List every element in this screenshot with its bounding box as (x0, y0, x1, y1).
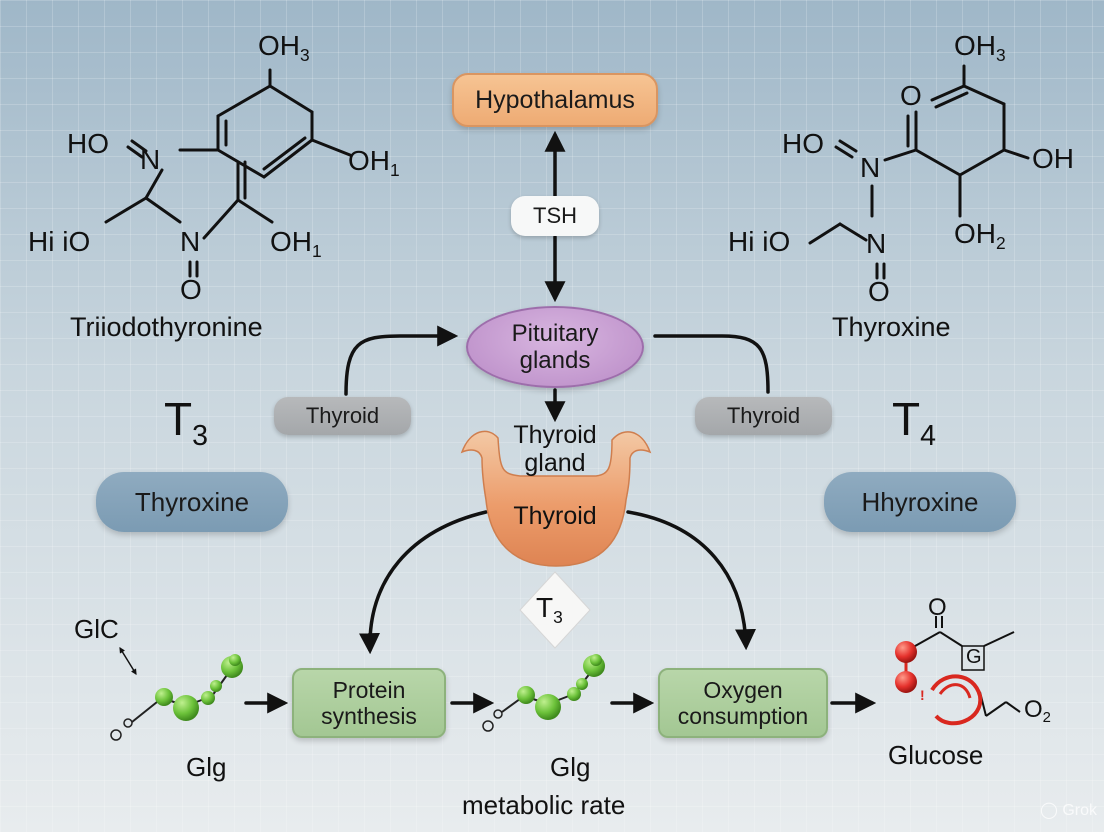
arrow-left-thyroid-to-pituitary (344, 325, 459, 396)
right-atom-n2: N (866, 228, 887, 259)
right-atom-hi-io: Hi iO (728, 226, 791, 257)
watermark: ◯ Grok (1040, 800, 1097, 820)
left-atom-o: O (180, 274, 202, 305)
t4-large-label: T4 (892, 393, 936, 452)
middle-green-molecule (482, 654, 605, 732)
oxygen-consumption-box: Oxygen consumption (658, 668, 828, 738)
thyroid-gland-title-line1: Thyroid (513, 421, 597, 449)
left-atom-oh1b: OH1 (270, 226, 322, 262)
left-thyroid-pill-label: Thyroid (305, 403, 380, 428)
t3-diamond (519, 571, 591, 649)
thyroid-gland-title: Thyroid gland (500, 421, 610, 477)
hypothalamus-label: Hypothalamus (475, 85, 635, 114)
right-atom-oh3: OH3 (954, 30, 1006, 66)
right-molecule-name: Thyroxine (832, 312, 951, 342)
left-atom-oh3: OH3 (258, 30, 310, 66)
thyroid-gland-title-line2: gland (524, 449, 586, 477)
glucose-molecule: ! (895, 616, 1021, 726)
glucose-label: Glucose (888, 740, 984, 770)
metabolic-rate-label: metabolic rate (462, 790, 626, 820)
svg-text:!: ! (920, 687, 925, 703)
oxygen-line2: consumption (677, 703, 809, 729)
protein-line2: synthesis (321, 703, 417, 729)
right-molecule-bonds (808, 64, 1030, 280)
glucose-atom-o: O (928, 594, 947, 621)
right-thyroid-pill-label: Thyroid (726, 403, 801, 428)
watermark-text: Grok (1062, 802, 1098, 819)
oxygen-line1: Oxygen (703, 677, 783, 703)
left-molecule-name: Triiodothyronine (70, 312, 263, 342)
line-pituitary-to-right-thyroid (653, 334, 770, 394)
glg-left-label: Glg (186, 752, 227, 782)
left-atom-hi-io: Hi iO (28, 226, 91, 257)
right-hhyroxine-pill: Hhyroxine (824, 472, 1016, 532)
left-thyroxine-pill-label: Thyroxine (134, 486, 250, 517)
left-molecule-bonds (104, 68, 352, 278)
left-thyroxine-pill: Thyroxine (96, 472, 288, 532)
glucose-atom-o2: O2 (1024, 696, 1051, 727)
pituitary-label-line2: glands (519, 347, 591, 374)
right-atom-o-keto: O (900, 80, 922, 111)
left-atom-ho: HO (67, 128, 109, 159)
left-atom-n1: N (140, 144, 161, 175)
glc-label: GlC (74, 614, 119, 644)
left-thyroid-pill: Thyroid (274, 397, 411, 435)
arrow-gland-to-oxygen (626, 510, 757, 651)
pituitary-box: Pituitary glands (466, 306, 644, 388)
arrow-gland-to-protein (359, 510, 488, 655)
pathway-arrows (244, 130, 877, 714)
pituitary-label-line1: Pituitary (511, 320, 599, 347)
left-atom-n2: N (180, 226, 201, 257)
right-thyroid-pill: Thyroid (695, 397, 832, 435)
right-atom-ho: HO (782, 128, 824, 159)
right-atom-oh2: OH2 (954, 218, 1006, 254)
right-atom-oh: OH (1032, 143, 1074, 174)
thyroid-gland-body-label: Thyroid (513, 502, 597, 530)
protein-line1: Protein (332, 677, 406, 703)
protein-synthesis-box: Protein synthesis (292, 668, 446, 738)
t3-large-label: T3 (164, 393, 208, 452)
tsh-label: TSH (533, 203, 577, 228)
watermark-icon: ◯ (1040, 802, 1058, 819)
hypothalamus-box: Hypothalamus (452, 73, 658, 127)
left-atom-oh1a: OH1 (348, 145, 400, 181)
thyroid-gland-shape (460, 430, 652, 567)
glucose-atom-g: G (966, 646, 982, 668)
left-green-molecule (110, 654, 243, 741)
tsh-box: TSH (511, 196, 599, 236)
glc-double-arrow (119, 646, 137, 676)
glg-middle-label: Glg (550, 752, 591, 782)
right-hhyroxine-pill-label: Hhyroxine (861, 486, 979, 517)
diamond-t3-label: T3 (536, 592, 563, 628)
right-atom-o: O (868, 276, 890, 307)
right-atom-n1: N (860, 152, 881, 183)
